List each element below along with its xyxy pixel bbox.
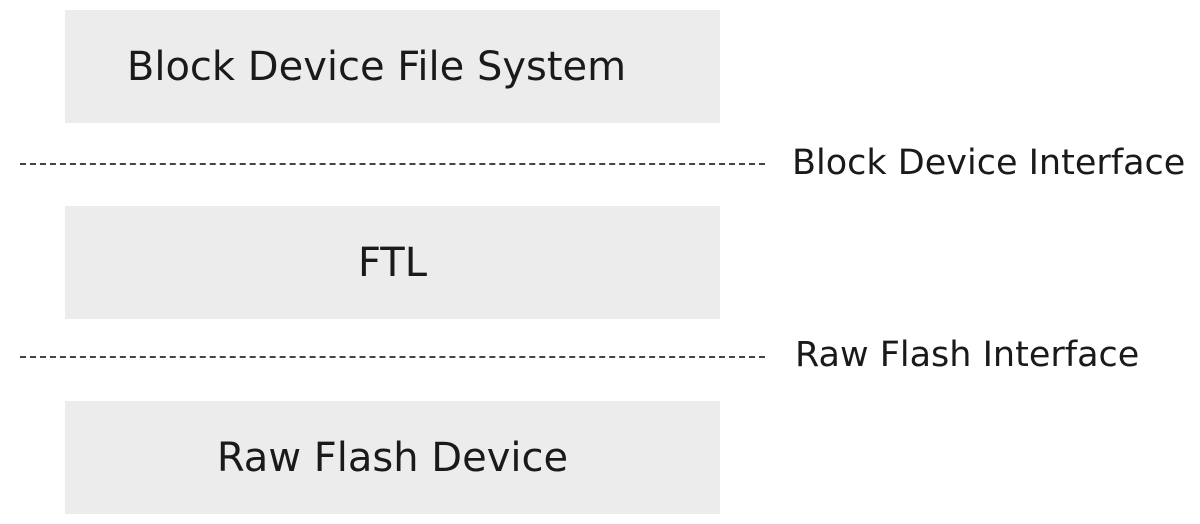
ftl-layer: FTL [65,206,720,319]
layer-label: Raw Flash Device [216,434,569,481]
layer-label: Block Device File System [126,43,627,90]
block-device-file-system-layer: Block Device File System [65,10,720,123]
layer-label: FTL [357,239,428,286]
block-device-interface-divider [20,163,765,165]
raw-flash-interface-label: Raw Flash Interface [795,335,1140,375]
raw-flash-device-layer: Raw Flash Device [65,401,720,514]
block-device-interface-label: Block Device Interface [792,143,1186,183]
raw-flash-interface-divider [20,356,765,358]
